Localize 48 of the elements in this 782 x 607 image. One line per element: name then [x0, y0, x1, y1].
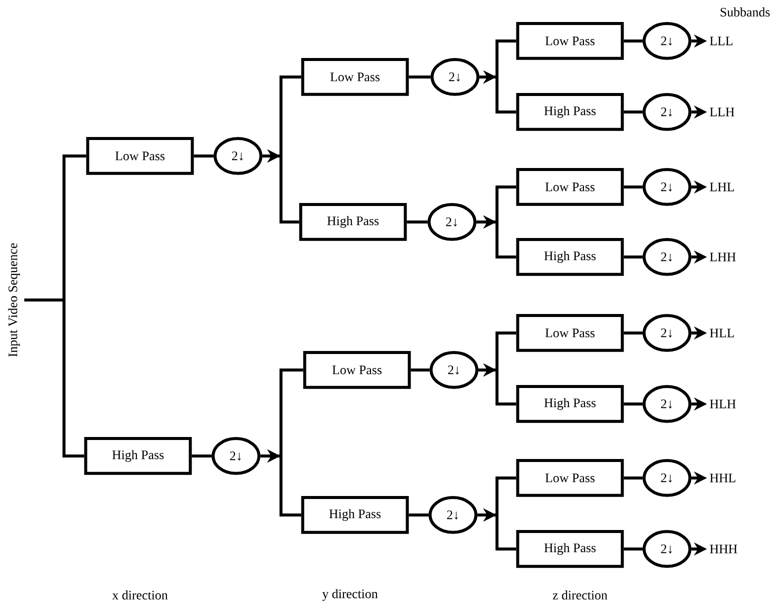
- filter-box: Low Pass: [516, 22, 624, 60]
- input-label: Input Video Sequence: [5, 240, 23, 360]
- filter-box: High Pass: [516, 238, 624, 276]
- connector-line: [24, 298, 84, 458]
- subband-label: LHL: [708, 182, 736, 192]
- filter-box: High Pass: [299, 203, 407, 241]
- direction-label: x direction: [112, 590, 168, 600]
- connector-line: [192, 454, 212, 458]
- filter-box: High Pass: [301, 496, 409, 534]
- arrow: [477, 508, 516, 550]
- filter-box: High Pass: [516, 385, 624, 423]
- connector-line: [624, 40, 643, 42]
- connector-line: [194, 154, 214, 158]
- arrow: [262, 149, 300, 224]
- connector-line: [624, 256, 643, 258]
- filter-box: Low Pass: [86, 137, 194, 175]
- connector-line: [624, 476, 643, 480]
- direction-label: y direction: [322, 589, 378, 601]
- subband-label: HLL: [708, 328, 736, 338]
- arrow: [478, 363, 516, 406]
- arrow: [479, 70, 516, 114]
- subband-label: LLL: [708, 36, 734, 46]
- filter-box: Low Pass: [516, 168, 624, 206]
- direction-label: z direction: [552, 590, 608, 600]
- subband-label: HHH: [708, 544, 739, 554]
- filter-box: High Pass: [516, 93, 624, 131]
- filter-box: Low Pass: [303, 351, 411, 389]
- subband-label: HHL: [708, 472, 738, 484]
- subband-label: HLH: [708, 398, 738, 410]
- filter-box: Low Pass: [301, 58, 409, 96]
- filter-box: Low Pass: [516, 314, 624, 352]
- filter-box: Low Pass: [516, 459, 624, 497]
- connector-line: [410, 368, 430, 372]
- connector-line: [624, 186, 643, 188]
- arrow: [260, 449, 302, 516]
- arrow: [476, 215, 516, 258]
- connector-line: [408, 76, 431, 78]
- filter-box: High Pass: [84, 437, 192, 475]
- subband-label: LHH: [708, 252, 738, 262]
- filter-box: High Pass: [516, 530, 624, 568]
- connector-line: [406, 220, 428, 224]
- subband-label: LLH: [708, 106, 736, 118]
- column-heading: Subbands: [720, 7, 770, 17]
- connector-line: [624, 332, 643, 334]
- connector-line: [624, 110, 643, 114]
- connector-line: [624, 402, 643, 406]
- connector-line: [624, 548, 643, 550]
- connector-line: [408, 514, 429, 516]
